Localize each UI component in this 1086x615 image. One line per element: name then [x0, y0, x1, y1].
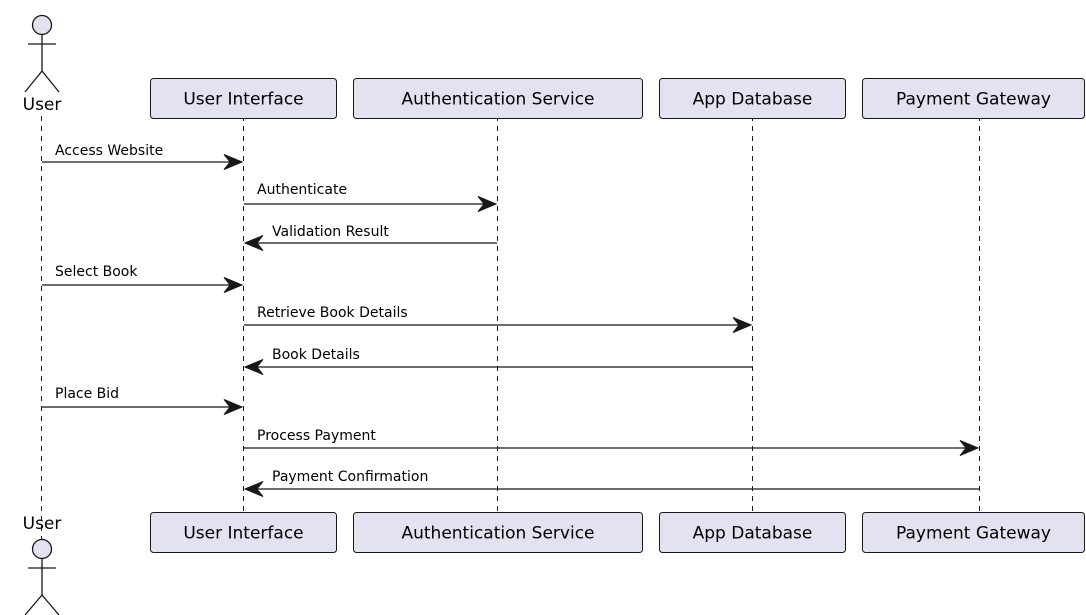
participant-label: App Database: [693, 90, 813, 110]
participant-app-database-top: App Database: [659, 78, 846, 119]
arrowhead-icon: [223, 399, 244, 415]
participant-authentication-service-bottom: Authentication Service: [353, 512, 643, 553]
arrowhead-icon: [223, 277, 244, 293]
message-access-website: Access Website: [42, 143, 244, 170]
message-label: Select Book: [55, 264, 138, 280]
arrowhead-icon: [243, 481, 264, 497]
message-book-details: Book Details: [243, 347, 752, 375]
actor-user-top: User: [23, 14, 62, 115]
message-retrieve-book-details: Retrieve Book Details: [244, 305, 753, 333]
arrowhead-icon: [477, 196, 498, 212]
participant-label: User Interface: [183, 524, 303, 544]
participant-label: App Database: [693, 524, 813, 544]
actor-label-top: User: [23, 95, 62, 115]
participant-payment-gateway-bottom: Payment Gateway: [862, 512, 1085, 553]
arrowhead-icon: [959, 440, 980, 456]
message-validation-result: Validation Result: [243, 224, 497, 251]
participant-authentication-service-top: Authentication Service: [353, 78, 643, 119]
actor-head-icon: [31, 14, 53, 36]
participant-app-database-bottom: App Database: [659, 512, 846, 553]
message-label: Access Website: [55, 143, 163, 159]
message-label: Validation Result: [272, 224, 389, 240]
arrowhead-icon: [223, 154, 244, 170]
participant-user-interface-bottom: User Interface: [150, 512, 337, 553]
participant-user-interface-top: User Interface: [150, 78, 337, 119]
actor-right-leg: [41, 70, 60, 93]
participant-label: User Interface: [183, 90, 303, 110]
participant-label: Authentication Service: [401, 90, 594, 110]
actor-left-leg: [24, 70, 43, 93]
actor-head-icon: [31, 538, 53, 560]
actor-left-leg: [24, 594, 43, 615]
participant-label: Payment Gateway: [896, 90, 1051, 110]
message-payment-confirmation: Payment Confirmation: [243, 469, 979, 497]
message-label: Authenticate: [257, 182, 347, 198]
message-label: Place Bid: [55, 386, 119, 402]
actor-user-bottom: User: [23, 514, 62, 615]
actor-right-leg: [41, 594, 60, 615]
arrowhead-icon: [243, 359, 264, 375]
arrowhead-icon: [243, 235, 264, 251]
message-authenticate: Authenticate: [244, 182, 498, 212]
participant-label: Authentication Service: [401, 524, 594, 544]
actor-label-bottom: User: [23, 514, 62, 534]
participant-payment-gateway-top: Payment Gateway: [862, 78, 1085, 119]
participant-label: Payment Gateway: [896, 524, 1051, 544]
message-label: Process Payment: [257, 428, 376, 444]
message-process-payment: Process Payment: [244, 428, 980, 456]
message-place-bid: Place Bid: [42, 386, 244, 415]
message-select-book: Select Book: [42, 264, 244, 293]
arrowhead-icon: [732, 317, 753, 333]
message-label: Book Details: [272, 347, 360, 363]
message-label: Retrieve Book Details: [257, 305, 408, 321]
message-label: Payment Confirmation: [272, 469, 428, 485]
